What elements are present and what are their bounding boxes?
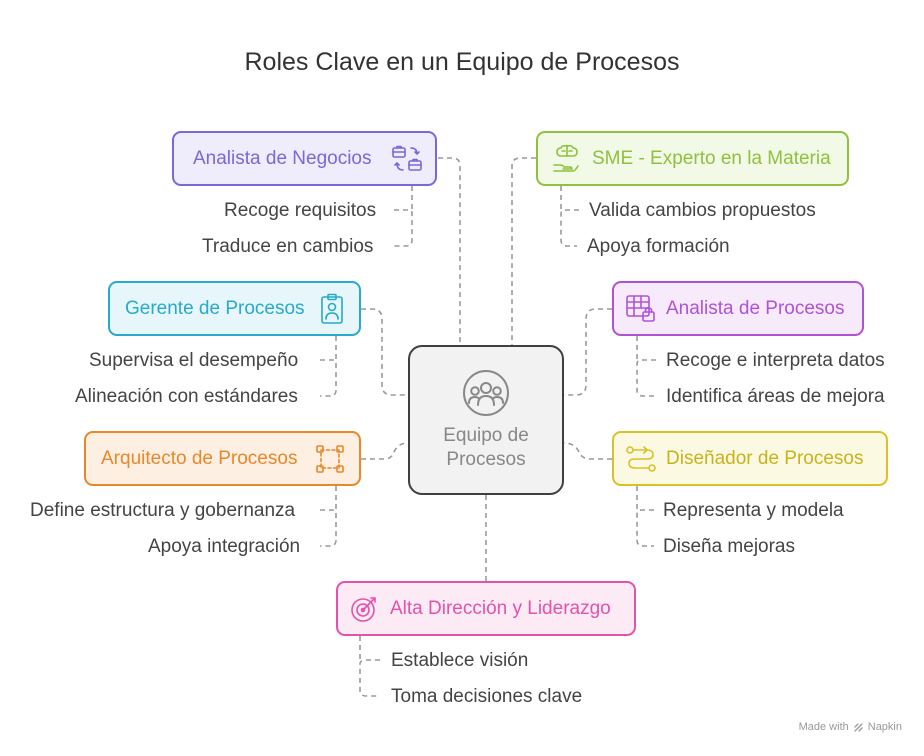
napkin-watermark: Made with Napkin <box>799 721 902 733</box>
role-analista-negocios: Analista de Negocios <box>172 131 437 186</box>
briefcase-exchange-icon <box>392 145 422 171</box>
id-badge-icon <box>321 293 343 324</box>
role-item: Diseña mejoras <box>663 536 795 557</box>
role-item: Apoya formación <box>587 236 730 257</box>
role-arquitecto-procesos: Arquitecto de Procesos <box>84 431 361 486</box>
role-label: Gerente de Procesos <box>125 297 305 319</box>
role-item: Traduce en cambios <box>202 236 374 257</box>
made-with-text: Made with <box>798 721 849 733</box>
brand-text: Napkin <box>867 721 902 733</box>
role-item: Apoya integración <box>148 536 301 557</box>
role-label: Analista de Procesos <box>666 297 845 319</box>
role-item: Representa y modela <box>663 500 844 521</box>
role-item: Define estructura y gobernanza <box>30 500 296 521</box>
role-alta-direccion: Alta Dirección y Liderazgo <box>336 581 636 636</box>
locked-table-icon <box>626 294 655 322</box>
role-item: Supervisa el desempeño <box>89 350 299 371</box>
role-label: SME - Experto en la Materia <box>592 147 831 169</box>
role-label: Alta Dirección y Liderazgo <box>390 597 611 619</box>
center-node: Equipo de Procesos <box>408 345 564 495</box>
route-icon <box>626 445 656 472</box>
role-label: Diseñador de Procesos <box>666 447 864 469</box>
target-icon <box>351 596 376 622</box>
brain-hand-icon <box>553 144 579 172</box>
role-item: Recoge e interpreta datos <box>666 350 885 371</box>
center-label-line2: Procesos <box>446 449 526 470</box>
team-icon <box>463 370 509 416</box>
role-item: Identifica áreas de mejora <box>666 386 885 407</box>
role-label: Arquitecto de Procesos <box>101 447 298 469</box>
napkin-logo-icon <box>854 722 863 732</box>
role-disenador-procesos: Diseñador de Procesos <box>612 431 888 486</box>
center-label-line1: Equipo de <box>443 425 529 446</box>
role-item: Establece visión <box>391 650 529 671</box>
diagram-title: Roles Clave en un Equipo de Procesos <box>244 48 680 76</box>
role-gerente-procesos: Gerente de Procesos <box>108 281 361 336</box>
role-item: Recoge requisitos <box>224 200 377 221</box>
frame-select-icon <box>316 444 344 473</box>
role-label: Analista de Negocios <box>193 147 372 169</box>
role-sme-experto: SME - Experto en la Materia <box>536 131 849 186</box>
role-analista-procesos: Analista de Procesos <box>612 281 864 336</box>
role-item: Valida cambios propuestos <box>589 200 816 221</box>
role-item: Alineación con estándares <box>75 386 298 407</box>
role-item: Toma decisiones clave <box>391 686 583 707</box>
